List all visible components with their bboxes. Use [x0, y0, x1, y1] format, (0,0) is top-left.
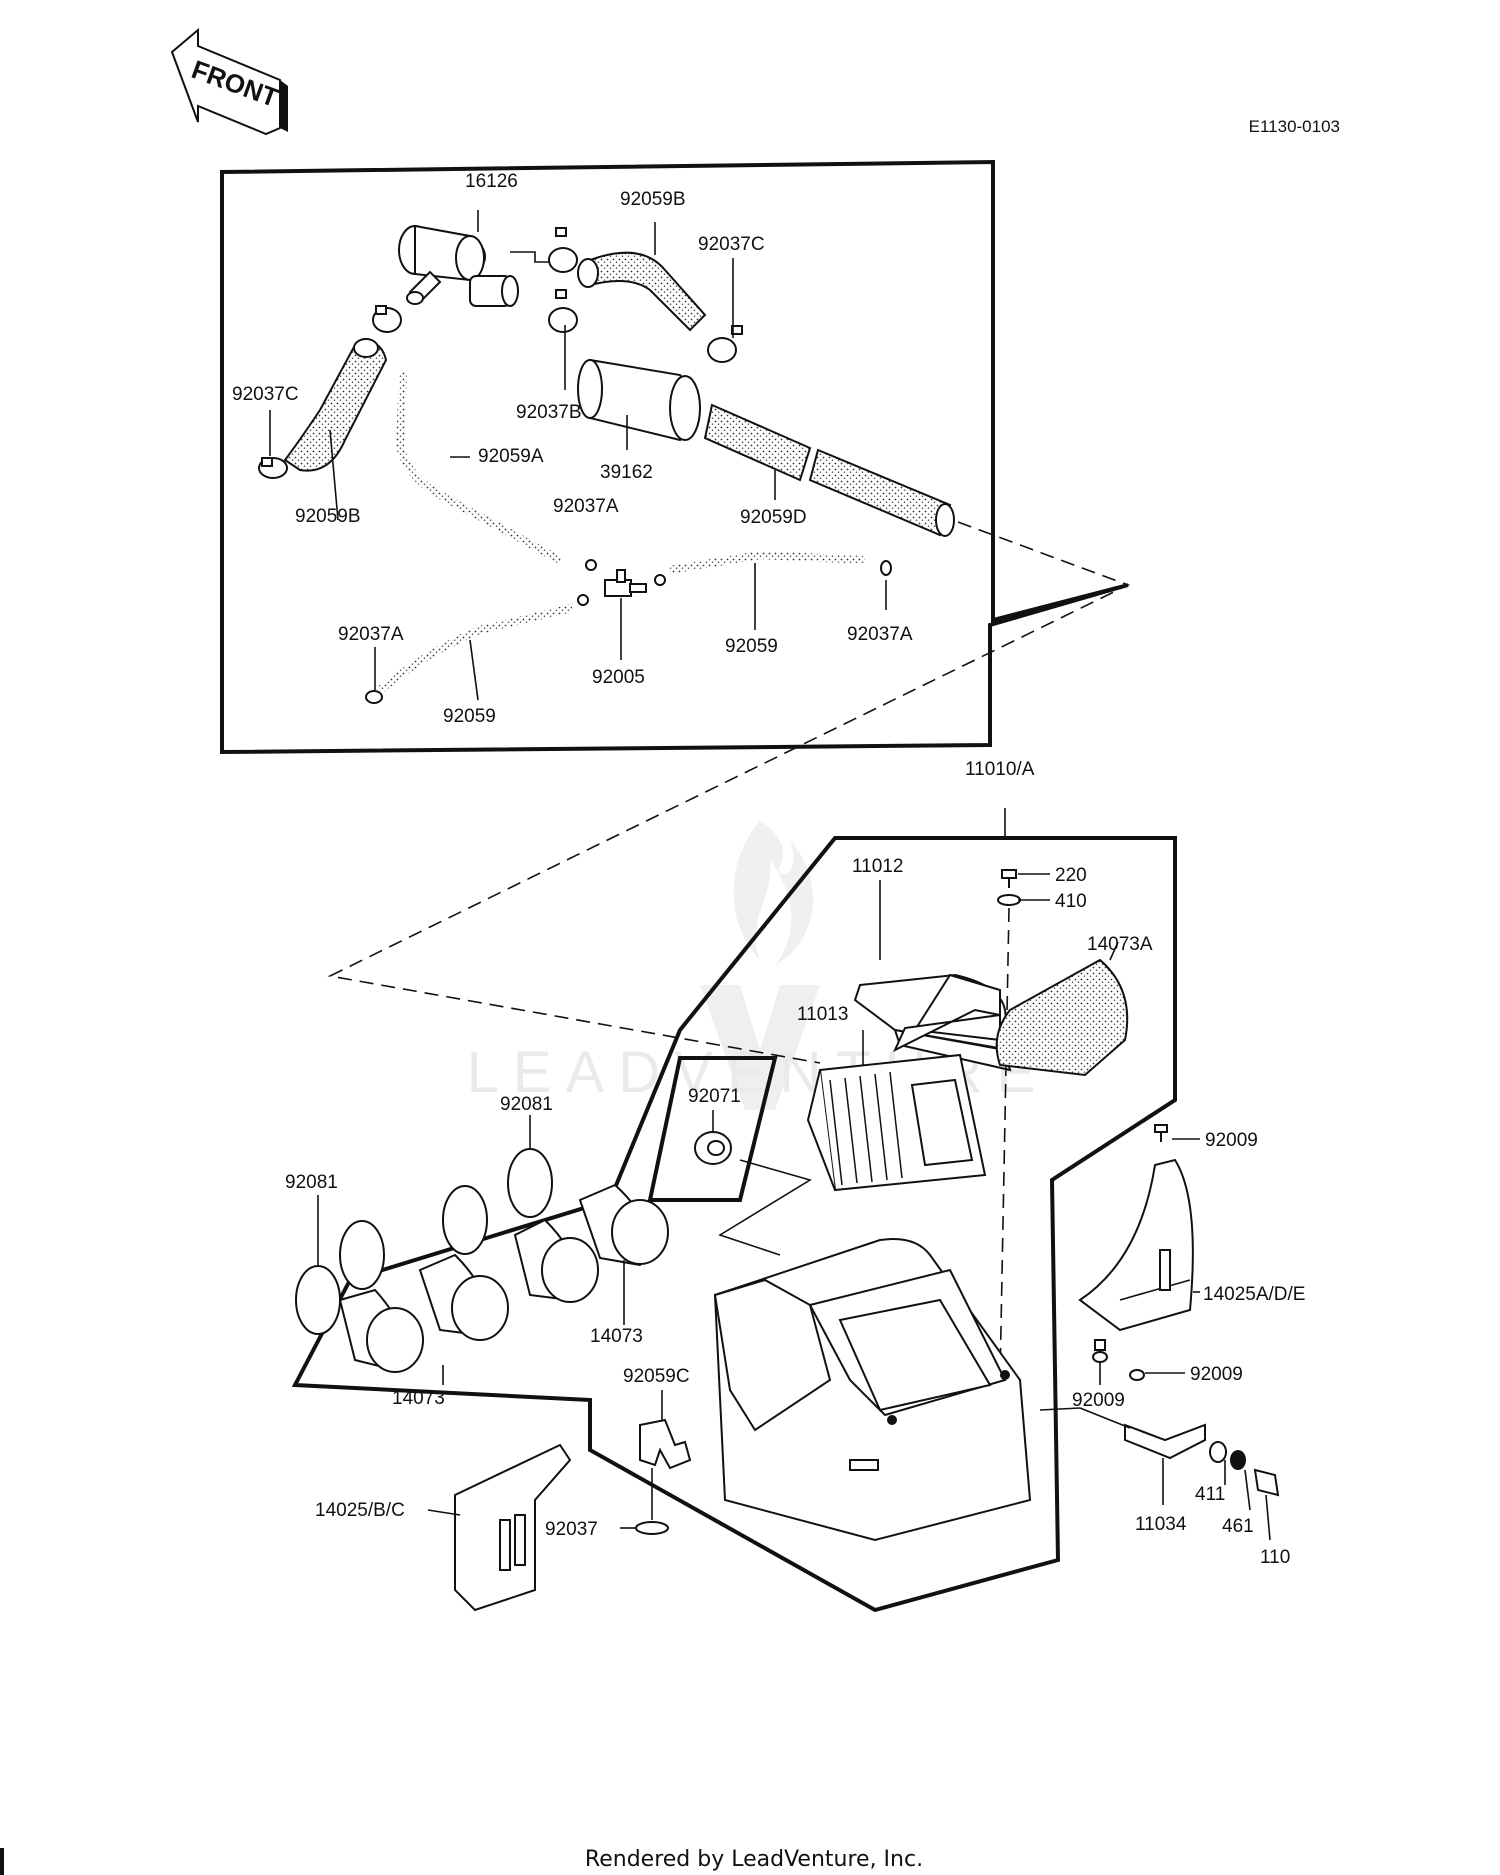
dashed-connector [327, 521, 1131, 1064]
label-92071: 92071 [688, 1086, 741, 1107]
label-14025ADE: 14025A/D/E [1203, 1284, 1305, 1305]
label-92059-left: 92059 [443, 706, 496, 727]
label-92081-left: 92081 [285, 1172, 338, 1193]
label-110: 110 [1260, 1547, 1290, 1568]
label-16126: 16126 [465, 171, 518, 192]
label-11034: 11034 [1135, 1514, 1187, 1535]
bracket-14025ADE [1078, 1158, 1194, 1332]
diagram-code: E1130-0103 [1249, 117, 1340, 136]
label-92009-top: 92009 [1205, 1130, 1258, 1151]
label-11013: 11013 [797, 1004, 848, 1025]
callout-labels: 16126 92059B 92037C 92037C 92059B 92059A… [232, 171, 1305, 1568]
label-92005: 92005 [592, 667, 645, 688]
label-92059C: 92059C [623, 1366, 690, 1387]
label-92059B-top: 92059B [620, 189, 686, 210]
label-14025BC: 14025/B/C [315, 1500, 405, 1521]
valve-16126 [398, 224, 519, 307]
label-92037A-mid: 92037A [553, 496, 619, 517]
elbow-92059C [639, 1418, 692, 1470]
bracket-11034 [1124, 1423, 1206, 1460]
label-92037: 92037 [545, 1519, 598, 1540]
label-39162: 39162 [600, 462, 653, 483]
label-11012: 11012 [852, 856, 903, 877]
upper-assembly-frame [220, 159, 1129, 755]
label-92009-low: 92009 [1072, 1390, 1125, 1411]
air-box-housing [713, 1238, 1032, 1542]
label-92037A-right: 92037A [847, 624, 913, 645]
label-92037C-left: 92037C [232, 384, 299, 405]
label-461: 461 [1222, 1516, 1254, 1537]
label-14073-left: 14073 [392, 1388, 445, 1409]
label-92059-right: 92059 [725, 636, 778, 657]
grommet-box-92071 [647, 1056, 778, 1202]
label-410: 410 [1055, 891, 1087, 912]
label-92009-mid: 92009 [1190, 1364, 1243, 1385]
label-92059B-left: 92059B [295, 506, 361, 527]
label-14073-right: 14073 [590, 1326, 643, 1347]
label-92037B: 92037B [516, 402, 582, 423]
label-92059A: 92059A [478, 446, 544, 467]
label-220: 220 [1055, 865, 1087, 886]
o-rings-92081 [295, 1148, 553, 1335]
label-92037C-top: 92037C [698, 234, 765, 255]
footer-text: Rendered by LeadVenture, Inc. [585, 1847, 923, 1872]
label-92059D: 92059D [740, 507, 807, 528]
filter-element-11013 [806, 1053, 987, 1192]
label-92081-top: 92081 [500, 1094, 553, 1115]
bracket-14025BC [454, 1443, 572, 1612]
resonator-39162 [577, 358, 701, 442]
clamps-upper [258, 227, 743, 479]
label-92037A-left: 92037A [338, 624, 404, 645]
label-14073A: 14073A [1087, 934, 1153, 955]
page-edge-mark [0, 1848, 4, 1875]
front-arrow-icon: FRONT [170, 27, 288, 136]
label-411: 411 [1195, 1484, 1225, 1505]
label-11010A: 11010/A [965, 759, 1035, 780]
joint-92005 [577, 559, 666, 606]
rubber-ducts-14073 [338, 1183, 669, 1373]
cover-11012 [853, 973, 1012, 1072]
